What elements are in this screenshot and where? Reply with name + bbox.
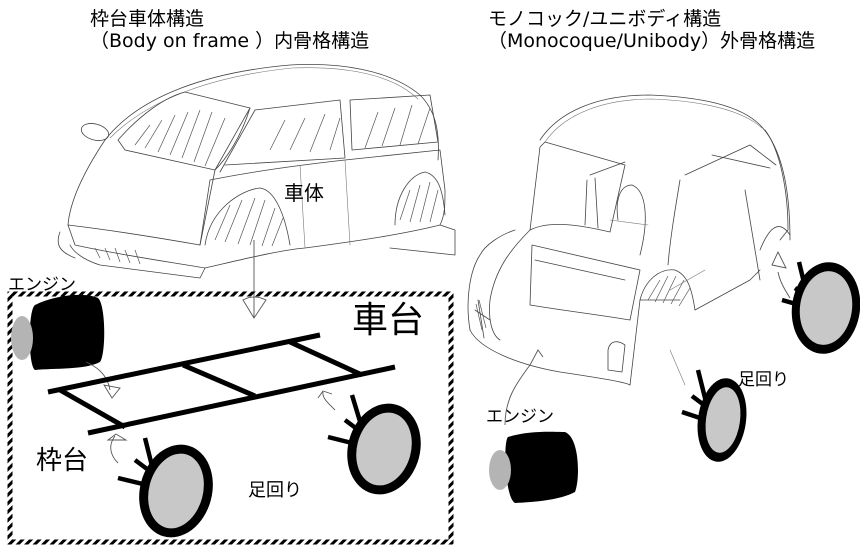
left-suspension-label: 足回り — [248, 480, 302, 501]
frame-label: 枠台 — [36, 446, 88, 476]
left-engine-arrow — [85, 361, 121, 399]
title-left-line2: （Body on frame ）内骨格構造 — [90, 30, 370, 52]
monocoque-title: モノコック/ユニボディ構造 （Monocoque/Unibody）外骨格構造 — [488, 8, 815, 52]
left-rear-wheel — [327, 394, 421, 495]
right-rear-suspension-arrow — [771, 250, 791, 299]
body-to-chassis-arrow — [242, 240, 267, 319]
chassis-box — [7, 291, 454, 545]
monocoque-body-sketch — [467, 94, 791, 386]
body-label: 車体 — [284, 181, 324, 205]
ladder-frame — [47, 332, 396, 436]
left-engine-label: エンジン — [8, 275, 76, 295]
van-body-sketch — [57, 64, 456, 279]
chassis-label: 車台 — [352, 300, 424, 341]
left-front-suspension-arrow — [106, 433, 128, 464]
right-engine-icon — [489, 431, 578, 503]
title-left-line1: 枠台車体構造 — [90, 8, 205, 30]
right-engine-arrow — [504, 349, 544, 426]
left-engine-icon — [11, 294, 105, 370]
body-on-frame-title: 枠台車体構造 （Body on frame ）内骨格構造 — [90, 8, 369, 52]
right-suspension-label: 足回り — [738, 370, 789, 390]
left-front-wheel — [117, 437, 213, 538]
left-rear-suspension-arrow — [317, 390, 336, 411]
right-engine-label: エンジン — [486, 407, 554, 427]
right-front-wheel — [681, 369, 747, 462]
title-right-line1: モノコック/ユニボディ構造 — [488, 8, 722, 30]
title-right-line2: （Monocoque/Unibody）外骨格構造 — [488, 30, 816, 52]
right-rear-wheel — [781, 261, 860, 354]
